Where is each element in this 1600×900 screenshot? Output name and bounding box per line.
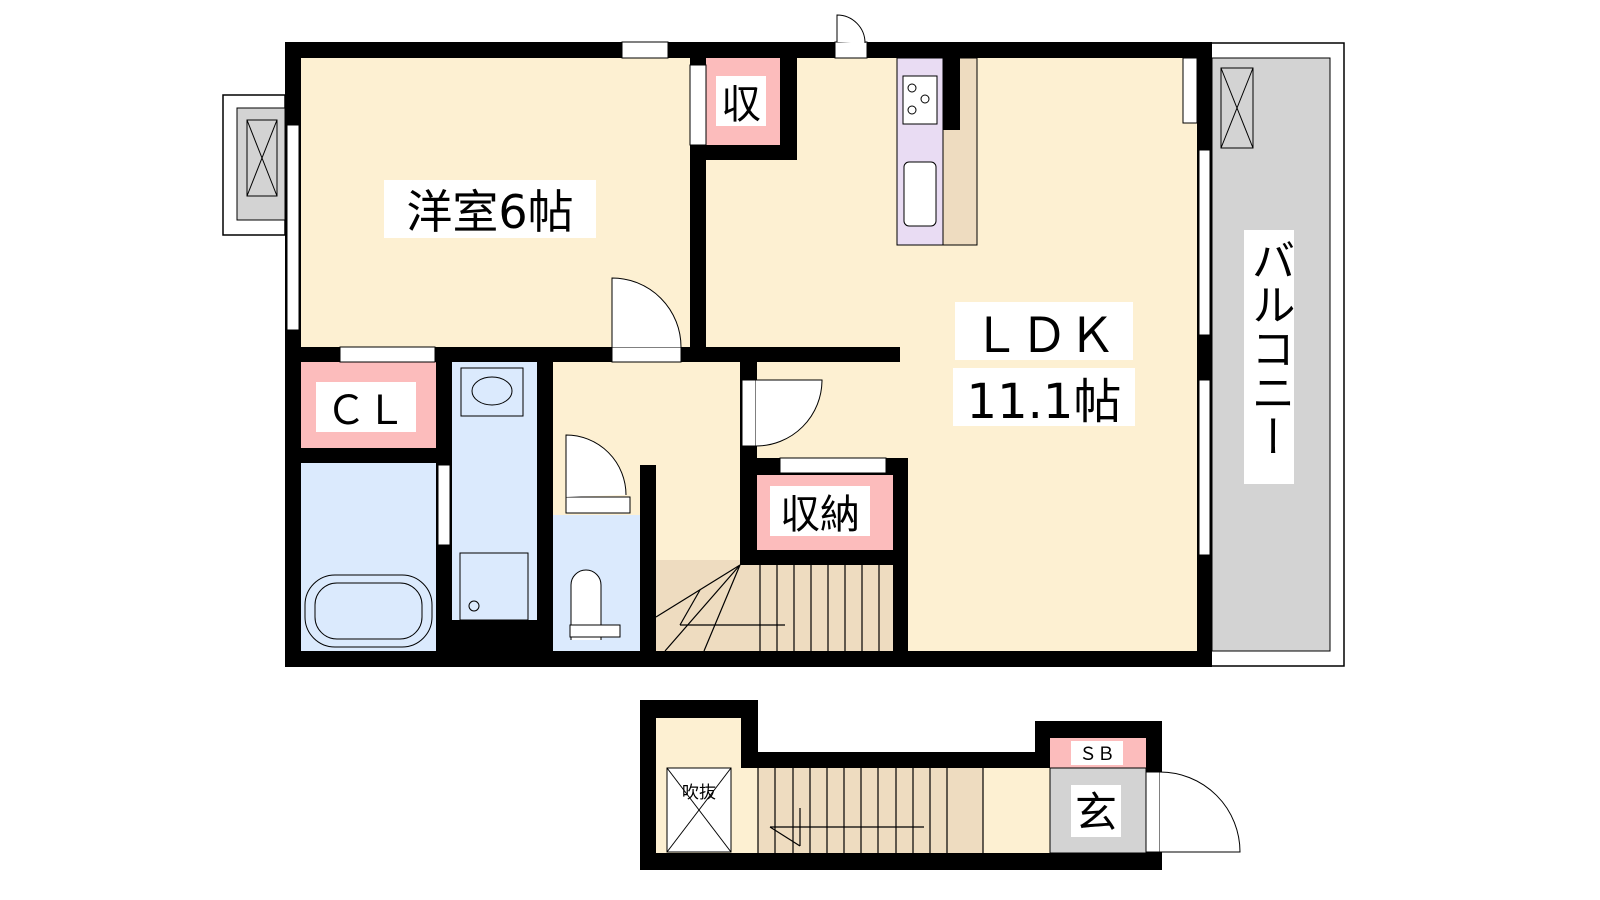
sink-icon — [903, 161, 937, 227]
kitchen — [896, 57, 978, 246]
stove-icon — [902, 75, 938, 125]
toilet-icon — [570, 569, 602, 640]
closet-label: ＣＬ — [326, 388, 406, 434]
ldk-label: ＬＤＫ — [972, 308, 1116, 364]
void-label: 吹抜 — [682, 783, 716, 803]
storage-label: 収納 — [780, 492, 860, 538]
western-room-label: 洋室6帖 — [406, 185, 573, 239]
small-storage-label: 収 — [721, 82, 761, 128]
balcony-label: バルコニー — [1244, 238, 1295, 458]
washing-machine-icon — [459, 552, 529, 621]
lower-floor — [640, 700, 1241, 870]
stairs — [656, 560, 893, 651]
shoe-box-label: ＳＢ — [1079, 744, 1115, 765]
doors — [286, 14, 1211, 556]
entrance-label: 玄 — [1075, 788, 1117, 837]
wash-basin-icon — [460, 367, 524, 417]
stair-treads — [655, 564, 880, 652]
bay-window — [222, 94, 286, 236]
ldk-size-label: 11.1帖 — [967, 374, 1122, 430]
bathtub-icon — [304, 574, 433, 648]
bathroom — [301, 463, 436, 651]
